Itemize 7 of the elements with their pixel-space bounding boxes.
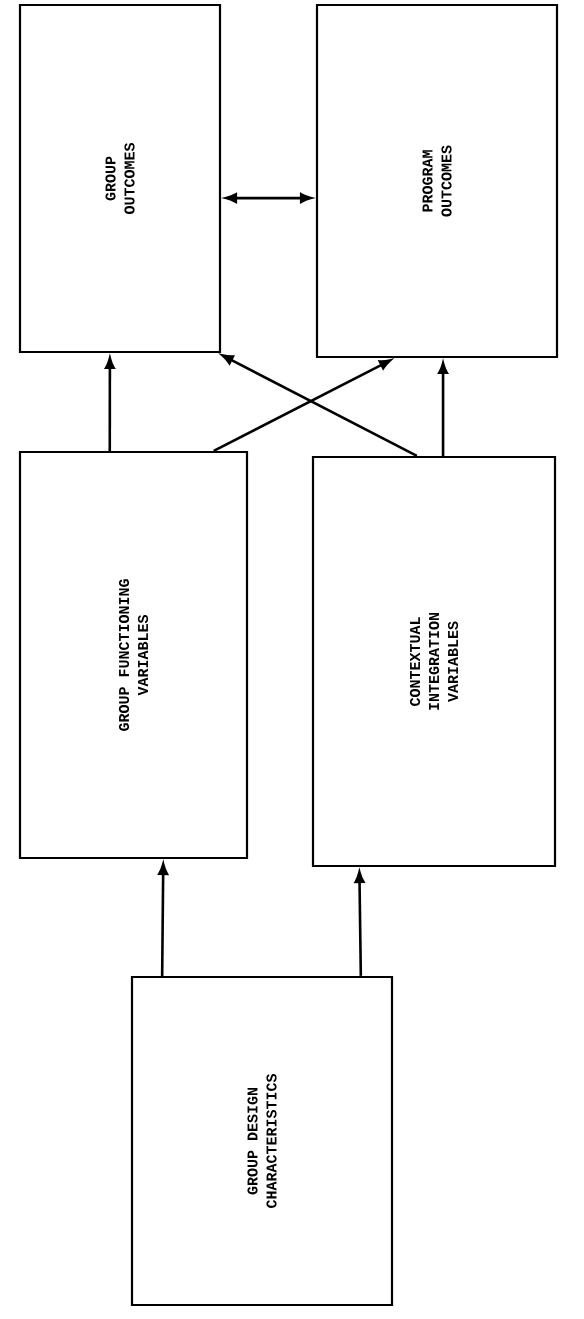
process-box: CONTEXTUAL INTEGRATION VARIABLES: [311, 455, 557, 868]
arrow: [221, 354, 418, 458]
process-box: GROUP OUTCOMES: [18, 3, 222, 354]
process-box: GROUP FUNCTIONING VARIABLES: [18, 450, 249, 860]
process-box: GROUP DESIGN CHARACTERISTICS: [130, 975, 394, 1307]
process-box: PROGRAM OUTCOMES: [315, 3, 559, 359]
arrow: [213, 359, 392, 453]
